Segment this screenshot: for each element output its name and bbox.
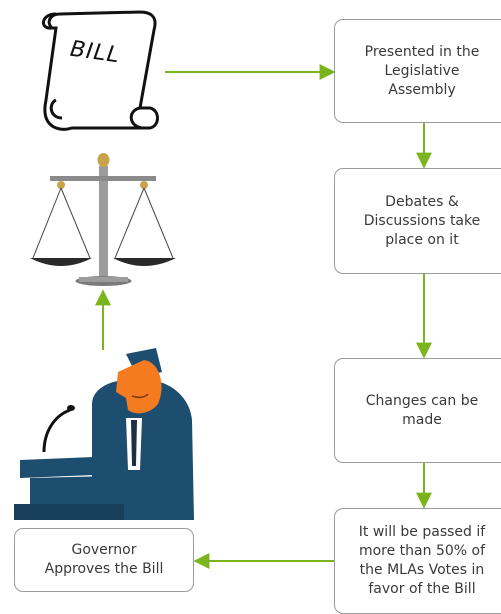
scales-of-justice-icon: [30, 153, 176, 286]
step-governor-approves: Governor Approves the Bill: [14, 528, 194, 592]
step-changes-made: Changes can be made: [334, 358, 501, 463]
step-passed-if-majority: It will be passed if more than 50% of th…: [334, 508, 501, 614]
step-presented-in-assembly: Presented in the Legislative Assembly: [334, 19, 501, 123]
scroll-icon: [42, 10, 159, 131]
step-debates-and-discussions: Debates & Discussions take place on it: [334, 168, 501, 274]
speaker-at-podium-icon: [14, 348, 194, 520]
flow-arrows: [95, 64, 432, 569]
